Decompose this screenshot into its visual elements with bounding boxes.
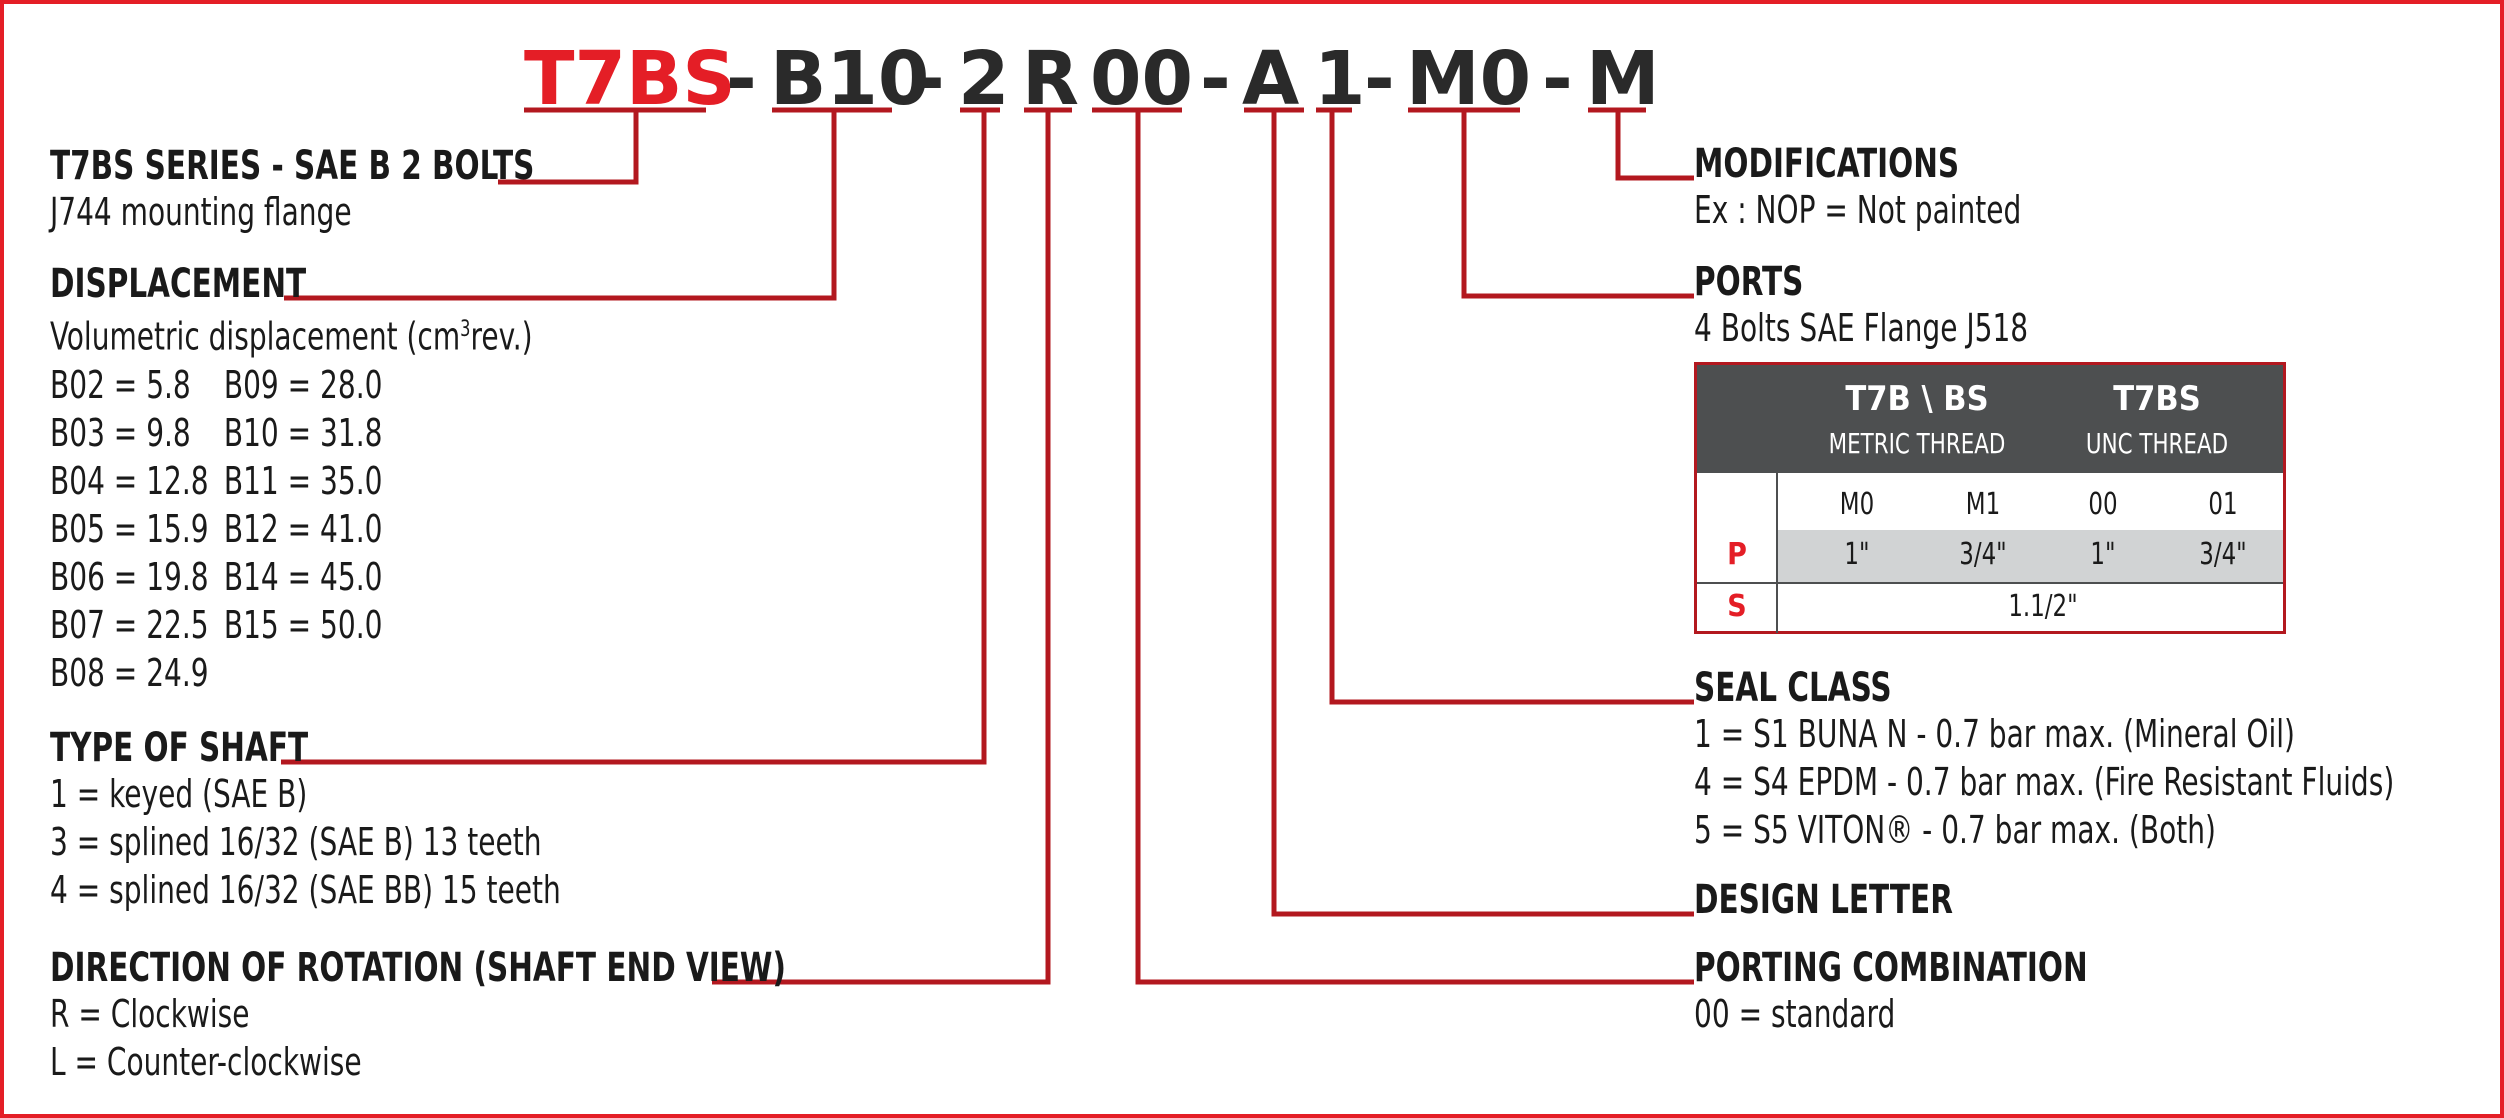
leader-series bbox=[498, 110, 639, 185]
code-design: A bbox=[1242, 36, 1300, 122]
shaft-option: 4 = splined 16/32 (SAE BB) 15 teeth bbox=[50, 868, 561, 912]
rotation-option: R = Clockwise bbox=[50, 992, 250, 1036]
ports-cell: 1" bbox=[2090, 537, 2116, 572]
ports-group2-name: T7BS bbox=[2113, 379, 2201, 419]
shaft-option: 1 = keyed (SAE B) bbox=[50, 772, 308, 816]
shaft-block: TYPE OF SHAFT 1 = keyed (SAE B) 3 = spli… bbox=[50, 726, 673, 914]
code-ports: M0 bbox=[1406, 36, 1532, 122]
code-modifications: M bbox=[1586, 36, 1660, 122]
ports-cell: 1" bbox=[1844, 537, 1870, 572]
leader-shaft bbox=[281, 110, 987, 765]
modifications-block: MODIFICATIONS Ex : NOP = Not painted bbox=[1694, 142, 2093, 234]
code-dash: - bbox=[914, 36, 945, 122]
ports-table-divider bbox=[1697, 582, 2283, 584]
ports-row-p-shade bbox=[1777, 530, 2283, 582]
ports-cell: 3/4" bbox=[2199, 537, 2247, 572]
rotation-option: L = Counter-clockwise bbox=[50, 1040, 362, 1084]
seal-option: 5 = S5 VITON® - 0.7 bar max. (Both) bbox=[1694, 808, 2216, 852]
displacement-intro: Volumetric displacement (cm3rev.) bbox=[50, 314, 533, 359]
shaft-option: 3 = splined 16/32 (SAE B) 13 teeth bbox=[50, 820, 542, 864]
seal-option: 1 = S1 BUNA N - 0.7 bar max. (Mineral Oi… bbox=[1694, 712, 2295, 756]
ports-title: PORTS bbox=[1694, 259, 1804, 305]
leader-porting bbox=[1135, 110, 1694, 985]
code-dash: - bbox=[1200, 36, 1231, 122]
ports-line: 4 Bolts SAE Flange J518 bbox=[1694, 306, 2029, 350]
code-dash: - bbox=[726, 36, 757, 122]
porting-title: PORTING COMBINATION bbox=[1694, 945, 2088, 991]
shaft-title: TYPE OF SHAFT bbox=[50, 725, 309, 771]
seal-option: 4 = S4 EPDM - 0.7 bar max. (Fire Resista… bbox=[1694, 760, 2395, 804]
ports-row-label-p: P bbox=[1727, 537, 1747, 572]
ports-row-label-s: S bbox=[1727, 589, 1747, 624]
code-dash: - bbox=[1364, 36, 1395, 122]
seal-block: SEAL CLASS 1 = S1 BUNA N - 0.7 bar max. … bbox=[1694, 665, 2500, 854]
leader-ports bbox=[1461, 110, 1694, 299]
displacement-title: DISPLACEMENT bbox=[50, 261, 307, 307]
code-dash: - bbox=[1542, 36, 1573, 122]
series-block: T7BS SERIES - SAE B 2 BOLTS J744 mountin… bbox=[50, 144, 641, 236]
modifications-line: Ex : NOP = Not painted bbox=[1694, 188, 2022, 232]
design-title: DESIGN LETTER bbox=[1694, 877, 1953, 923]
ports-cell: 3/4" bbox=[1959, 537, 2007, 572]
rotation-block: DIRECTION OF ROTATION (SHAFT END VIEW) R… bbox=[50, 946, 948, 1086]
leader-design bbox=[1271, 110, 1694, 917]
ports-code: 00 bbox=[2088, 487, 2118, 522]
ports-block: PORTS 4 Bolts SAE Flange J518 bbox=[1694, 260, 2101, 352]
ports-code: M1 bbox=[1965, 487, 2001, 522]
code-series: T7BS bbox=[524, 36, 736, 122]
ports-group1-sub: METRIC THREAD bbox=[1828, 427, 2006, 460]
ports-group1-name: T7B \ BS bbox=[1845, 379, 1989, 419]
modifications-title: MODIFICATIONS bbox=[1694, 141, 1960, 187]
displacement-block: DISPLACEMENT Volumetric displacement (cm… bbox=[50, 262, 639, 697]
rotation-title: DIRECTION OF ROTATION (SHAFT END VIEW) bbox=[50, 945, 786, 991]
porting-block: PORTING COMBINATION 00 = standard bbox=[1694, 946, 2174, 1038]
code-seal: 1 bbox=[1314, 36, 1366, 122]
porting-line: 00 = standard bbox=[1694, 992, 1896, 1036]
ports-group2-sub: UNC THREAD bbox=[2085, 427, 2229, 460]
ports-table-divider bbox=[1776, 473, 1778, 633]
leader-rotation bbox=[712, 110, 1051, 985]
leader-lines bbox=[281, 107, 1694, 985]
displacement-row: B08 = 24.9 bbox=[50, 650, 209, 695]
code-displacement: B10 bbox=[770, 36, 930, 122]
ports-table-header: T7B \ BS METRIC THREAD T7BS UNC THREAD bbox=[1697, 365, 2283, 473]
ports-code: M0 bbox=[1839, 487, 1875, 522]
seal-title: SEAL CLASS bbox=[1694, 665, 1892, 711]
code-rotation: R bbox=[1022, 36, 1079, 122]
ports-code: 01 bbox=[2208, 487, 2238, 522]
leader-seal bbox=[1329, 110, 1694, 705]
code-shaft: 2 bbox=[958, 36, 1010, 122]
series-title: T7BS SERIES - SAE B 2 BOLTS bbox=[50, 143, 535, 189]
ports-table: T7B \ BS METRIC THREAD T7BS UNC THREAD M… bbox=[1694, 362, 2286, 634]
leader-displacement bbox=[284, 110, 837, 301]
design-block: DESIGN LETTER bbox=[1694, 878, 2010, 922]
leader-modifications bbox=[1615, 110, 1694, 181]
ports-cell-merged: 1.1/2" bbox=[2008, 589, 2078, 624]
code-porting: 00 bbox=[1090, 36, 1193, 122]
series-line: J744 mounting flange bbox=[50, 190, 352, 234]
